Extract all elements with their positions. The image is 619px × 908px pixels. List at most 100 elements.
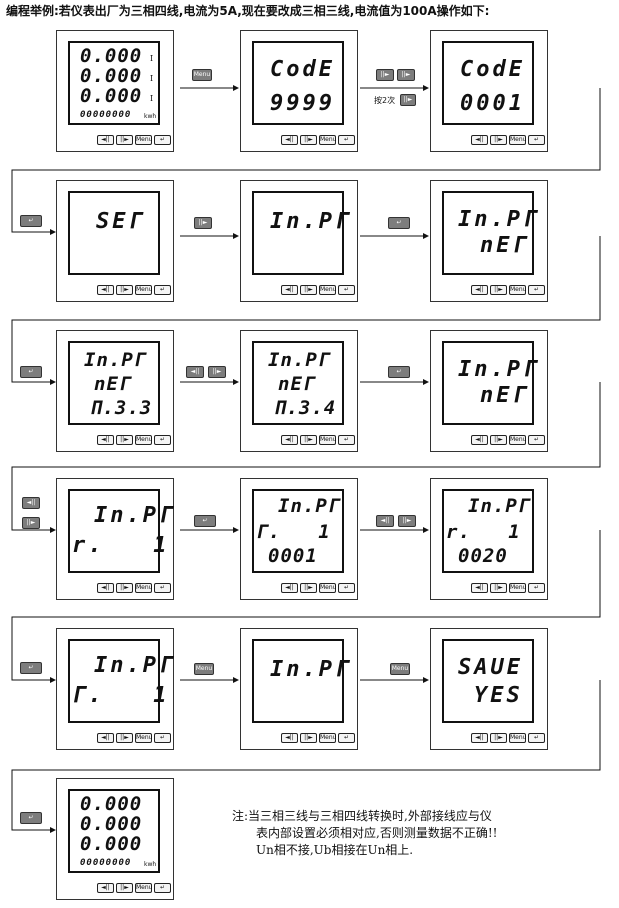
action-menu-key: Menu: [194, 663, 214, 675]
right-key[interactable]: ||►: [490, 733, 507, 743]
enter-key[interactable]: ↵: [528, 435, 545, 445]
left-key[interactable]: ◄||: [471, 583, 488, 593]
page-title: 编程举例:若仪表出厂为三相四线,电流为5A,现在要改成三相三线,电流值为100A…: [6, 4, 490, 18]
action-right-key: ||►: [397, 69, 415, 81]
action-enter-key: ↵: [20, 215, 42, 227]
action-menu-key: Menu: [390, 663, 410, 675]
enter-key[interactable]: ↵: [338, 285, 355, 295]
right-key[interactable]: ||►: [116, 733, 133, 743]
right-key[interactable]: ||►: [116, 883, 133, 893]
right-key[interactable]: ||►: [116, 583, 133, 593]
meter-keypad: ◄|| ||► Menu ↵: [281, 583, 355, 593]
right-key[interactable]: ||►: [490, 135, 507, 145]
menu-key[interactable]: Menu: [509, 733, 527, 743]
lcd-line: Π.3.3: [90, 397, 153, 419]
right-key[interactable]: ||►: [300, 285, 317, 295]
meter-display: In.PΓ ◄|| ||► Menu ↵: [240, 180, 358, 302]
menu-key[interactable]: Menu: [509, 135, 527, 145]
lcd-line: In.PΓ: [270, 657, 352, 682]
left-key[interactable]: ◄||: [97, 733, 114, 743]
menu-key[interactable]: Menu: [509, 285, 527, 295]
left-key[interactable]: ◄||: [281, 135, 298, 145]
lcd-screen: In.PΓ Γ. 1: [68, 639, 172, 723]
enter-key[interactable]: ↵: [154, 733, 171, 743]
lcd-screen: SEΓ: [68, 191, 160, 275]
left-key[interactable]: ◄||: [281, 583, 298, 593]
right-key[interactable]: ||►: [490, 583, 507, 593]
right-key[interactable]: ||►: [116, 435, 133, 445]
enter-key[interactable]: ↵: [528, 135, 545, 145]
right-key[interactable]: ||►: [490, 435, 507, 445]
right-key[interactable]: ||►: [300, 435, 317, 445]
lcd-line: 0020: [458, 545, 508, 567]
menu-key[interactable]: Menu: [319, 733, 337, 743]
left-key[interactable]: ◄||: [97, 883, 114, 893]
enter-key[interactable]: ↵: [154, 883, 171, 893]
enter-key[interactable]: ↵: [154, 435, 171, 445]
left-key[interactable]: ◄||: [471, 435, 488, 445]
menu-key[interactable]: Menu: [135, 583, 153, 593]
lcd-line: 0.000: [80, 793, 143, 815]
lcd-line: In.PΓ: [270, 209, 352, 234]
enter-key[interactable]: ↵: [154, 285, 171, 295]
left-key[interactable]: ◄||: [281, 435, 298, 445]
lcd-line: nEΓ: [278, 373, 316, 395]
right-key[interactable]: ||►: [490, 285, 507, 295]
press-twice-note: 按2次: [374, 96, 396, 105]
left-key[interactable]: ◄||: [97, 135, 114, 145]
left-key[interactable]: ◄||: [97, 285, 114, 295]
lcd-line: In.PΓ: [268, 349, 331, 371]
action-right-key: ||►: [398, 515, 416, 527]
left-key[interactable]: ◄||: [97, 583, 114, 593]
lcd-screen: SAUE YES: [442, 639, 534, 723]
menu-key[interactable]: Menu: [319, 135, 337, 145]
menu-key[interactable]: Menu: [319, 583, 337, 593]
phase-marker: I: [150, 54, 154, 63]
enter-key[interactable]: ↵: [338, 135, 355, 145]
action-left-key: ◄||: [186, 366, 204, 378]
enter-key[interactable]: ↵: [528, 733, 545, 743]
energy-unit: kwh: [144, 861, 157, 868]
left-key[interactable]: ◄||: [471, 285, 488, 295]
enter-key[interactable]: ↵: [338, 583, 355, 593]
lcd-screen: 0.000 0.000 0.000 00000000 kwh: [68, 789, 160, 873]
menu-key[interactable]: Menu: [319, 435, 337, 445]
lcd-line: 0.000: [80, 833, 143, 855]
meter-display: 0.000 0.000 0.000 00000000 kwh ◄|| ||► M…: [56, 778, 174, 900]
menu-key[interactable]: Menu: [135, 733, 153, 743]
menu-key[interactable]: Menu: [135, 435, 153, 445]
menu-key[interactable]: Menu: [509, 583, 527, 593]
enter-key[interactable]: ↵: [154, 583, 171, 593]
left-key[interactable]: ◄||: [97, 435, 114, 445]
lcd-line: SAUE: [458, 655, 523, 680]
left-key[interactable]: ◄||: [471, 135, 488, 145]
right-key[interactable]: ||►: [300, 583, 317, 593]
lcd-line: In.PΓ: [94, 653, 176, 678]
enter-key[interactable]: ↵: [528, 583, 545, 593]
energy-unit: kwh: [144, 113, 157, 120]
enter-key[interactable]: ↵: [528, 285, 545, 295]
meter-display: CodE 0001 ◄|| ||► Menu ↵: [430, 30, 548, 152]
left-key[interactable]: ◄||: [281, 733, 298, 743]
menu-key[interactable]: Menu: [135, 285, 153, 295]
meter-keypad: ◄|| ||► Menu ↵: [471, 435, 545, 445]
phase-marker: I: [150, 94, 154, 103]
menu-key[interactable]: Menu: [509, 435, 527, 445]
menu-key[interactable]: Menu: [319, 285, 337, 295]
right-key[interactable]: ||►: [116, 135, 133, 145]
enter-key[interactable]: ↵: [338, 435, 355, 445]
menu-key[interactable]: Menu: [135, 135, 153, 145]
left-key[interactable]: ◄||: [471, 733, 488, 743]
enter-key[interactable]: ↵: [338, 733, 355, 743]
lcd-line: In.PΓ: [458, 357, 540, 382]
right-key[interactable]: ||►: [300, 135, 317, 145]
enter-key[interactable]: ↵: [154, 135, 171, 145]
left-key[interactable]: ◄||: [281, 285, 298, 295]
meter-display: 0.000 0.000 0.000 I I I 00000000 kwh ◄||…: [56, 30, 174, 152]
right-key[interactable]: ||►: [116, 285, 133, 295]
meter-display: In.PΓ nEΓ Π.3.4 ◄|| ||► Menu ↵: [240, 330, 358, 452]
meter-display: In.PΓ Γ. 1 0001 ◄|| ||► Menu ↵: [240, 478, 358, 600]
right-key[interactable]: ||►: [300, 733, 317, 743]
note-line: 注:当三相三线与三相四线转换时,外部接线应与仪: [232, 809, 492, 823]
menu-key[interactable]: Menu: [135, 883, 153, 893]
